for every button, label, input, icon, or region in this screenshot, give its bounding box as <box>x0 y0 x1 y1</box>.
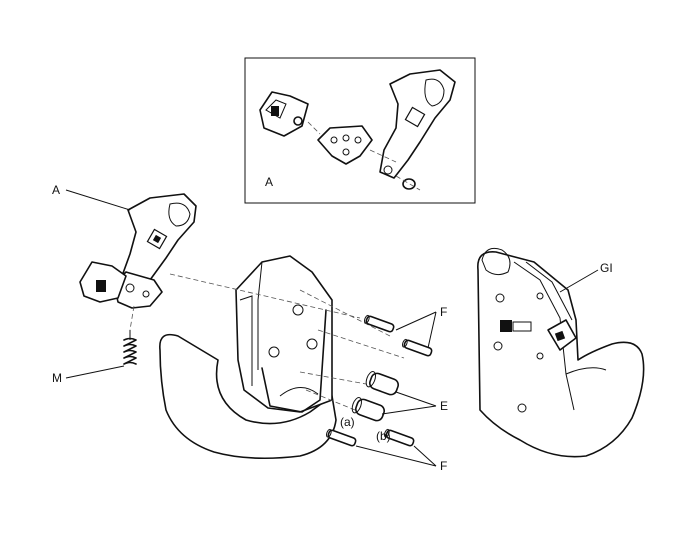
inset-latch-block <box>259 91 309 137</box>
inset-panel: A <box>244 57 476 204</box>
callout-f-top: F <box>440 305 447 319</box>
callout-e: E <box>440 399 448 413</box>
inset-label-a: A <box>265 175 273 189</box>
inset-plate <box>317 125 373 165</box>
callout-a: A <box>52 183 60 197</box>
alignment-lines <box>169 273 405 413</box>
callout-f-bottom: F <box>440 459 447 473</box>
inset-hook-lever <box>379 69 456 179</box>
pins-f-top <box>364 314 433 357</box>
callout-m: M <box>52 371 62 385</box>
hook-body-center <box>159 255 337 460</box>
pins-f-bottom <box>326 428 415 447</box>
leader-lines <box>65 189 599 467</box>
pin-label-a: (a) <box>340 415 355 429</box>
hook-assembled-gi <box>477 247 645 458</box>
inset-bush <box>402 178 416 190</box>
pin-label-b: (b) <box>376 429 391 443</box>
callout-gi: GI <box>600 261 613 275</box>
hook-assembly-a <box>79 193 197 331</box>
bushes-e <box>351 371 400 422</box>
spring-m <box>123 330 137 365</box>
